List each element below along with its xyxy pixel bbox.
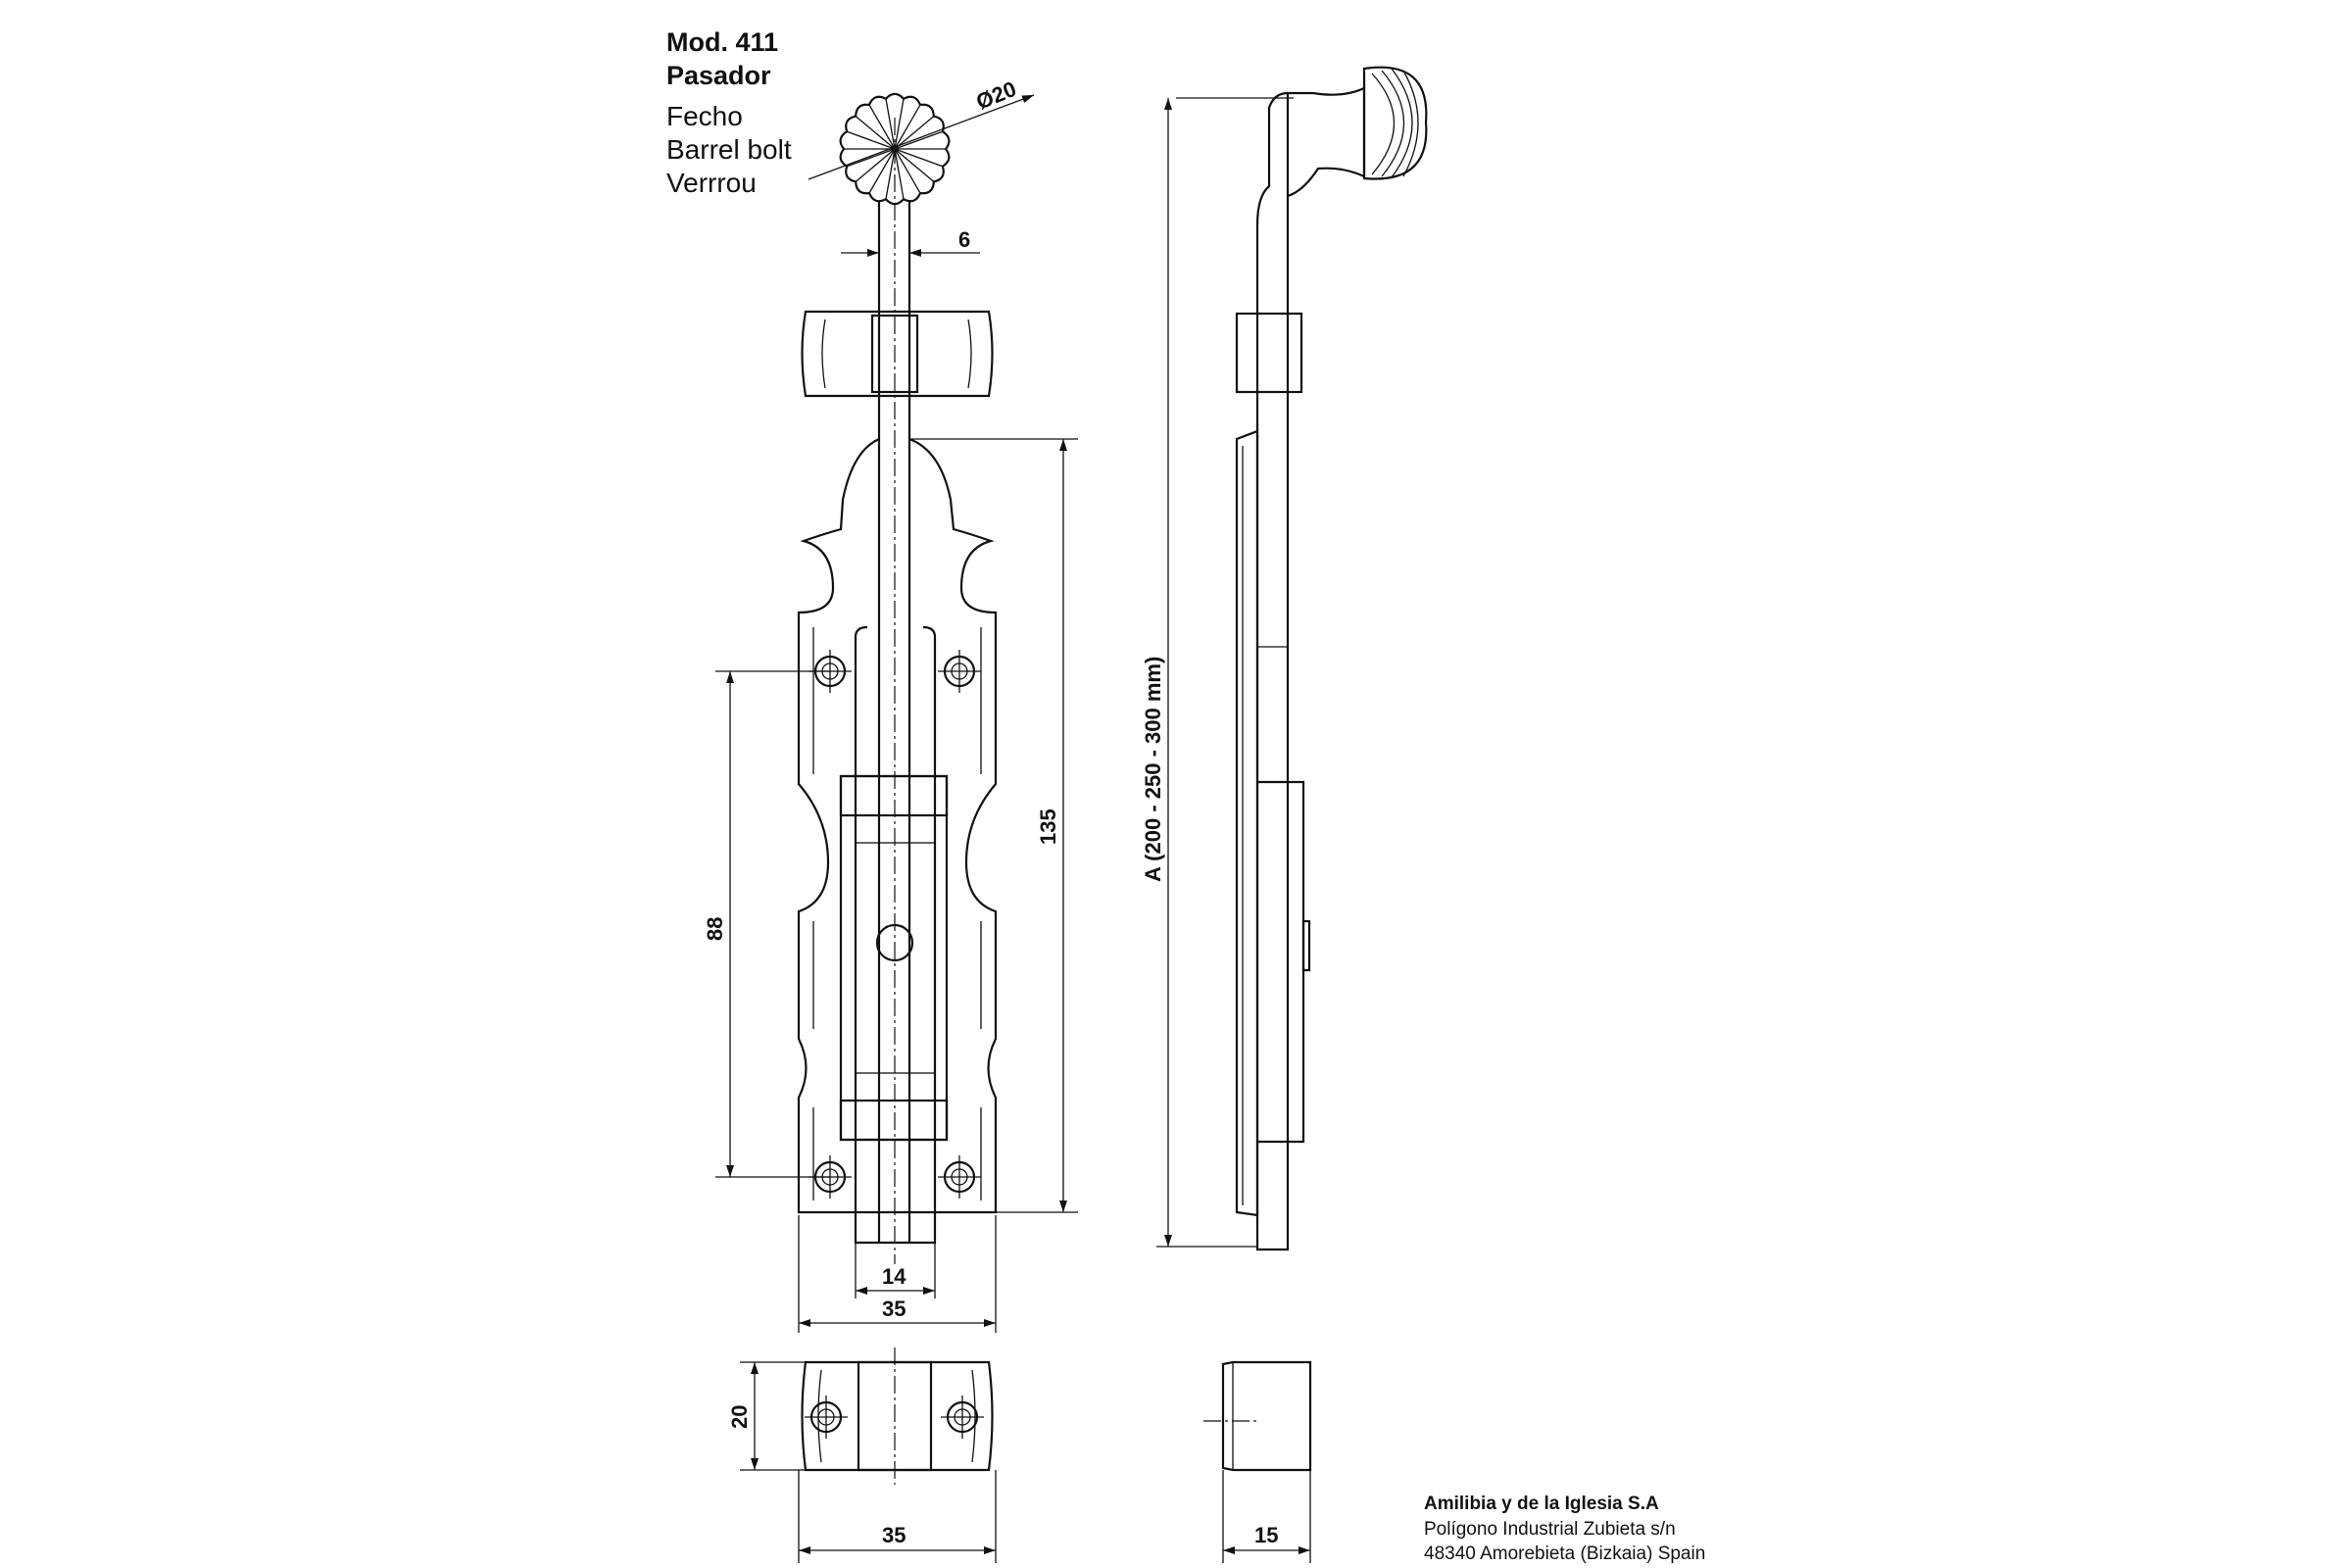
slider [839,774,949,1142]
top-bracket [801,310,994,398]
model-number: Mod. 411 [666,27,779,57]
dim-plate-height: 135 [1036,808,1060,845]
product-name-en: Barrel bolt [666,134,792,165]
keeper-side [1203,1360,1312,1472]
dim-keeper-width: 35 [882,1523,906,1547]
company-address-1: Polígono Industrial Zubieta s/n [1424,1519,1676,1540]
company-address-2: 48340 Amorebieta (Bizkaia) Spain [1424,1544,1706,1564]
side-knob-dome [1362,66,1428,180]
screw-hole-icon [938,650,981,693]
dim-keeper-height: 20 [727,1405,752,1429]
keeper-front [801,1348,994,1485]
side-slider [1257,780,1305,1144]
product-name-es: Pasador [666,61,771,90]
bolt-rod [877,201,911,1243]
screw-hole-icon [805,1396,848,1439]
dim-length-a: A (200 - 250 - 300 mm) [1141,657,1165,882]
front-view [797,92,998,1439]
dim-hole-spacing: 88 [703,917,727,941]
dim-keeper-depth: 15 [1254,1523,1278,1547]
dim-bolt-width: 14 [882,1264,906,1289]
side-view [1235,66,1428,1251]
product-name-pt: Fecho [666,101,743,131]
side-rod [1255,91,1290,1251]
dimensions: Ø20 6 A (200 - 250 - 300 mm) 135 88 14 3… [703,76,1311,1563]
side-bracket [1235,312,1303,394]
dim-rod: 6 [958,227,970,252]
screw-hole-icon [938,1155,981,1199]
rosette-knob [839,92,951,206]
product-name-fr: Verrrou [666,168,757,198]
side-plate [1235,429,1259,1217]
side-knob-neck [1287,86,1366,198]
screw-hole-icon [941,1396,984,1439]
back-plate [797,437,998,1214]
company-name: Amilibia y de la Iglesia S.A [1424,1494,1659,1514]
dim-plate-width: 35 [882,1297,906,1321]
